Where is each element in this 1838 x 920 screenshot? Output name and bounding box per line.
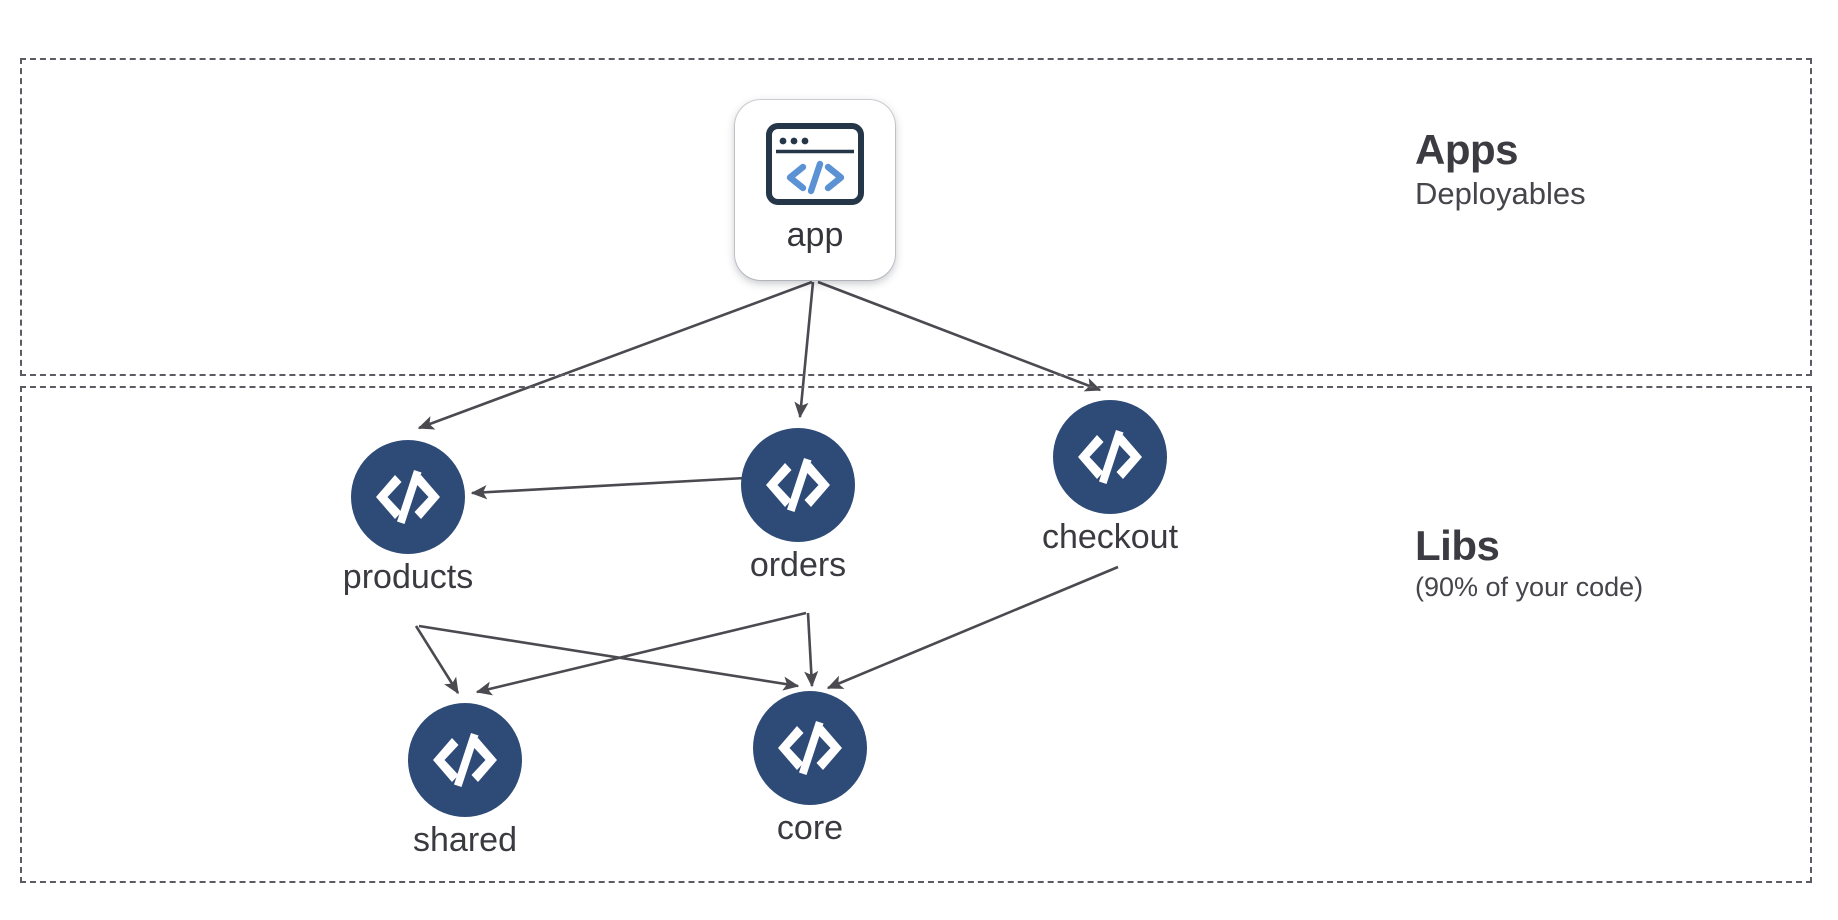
edge-app-checkout	[817, 280, 1102, 392]
zone-apps	[20, 58, 1812, 376]
edge-checkout-core	[826, 565, 1119, 690]
legend-libs-title: Libs	[1415, 522, 1500, 569]
edge-orders-products	[470, 476, 746, 500]
legend-libs-subtitle: (90% of your code)	[1415, 572, 1644, 603]
edge-group	[414, 280, 1119, 696]
edge-app-orders	[794, 281, 815, 419]
node-core-label: core	[776, 809, 844, 847]
code-brackets-icon	[753, 691, 867, 805]
zone-libs	[20, 386, 1812, 883]
edge-app-products	[417, 280, 813, 430]
node-app-label: app	[786, 216, 844, 254]
node-orders-label: orders	[749, 546, 847, 584]
browser-code-icon	[765, 122, 865, 206]
edge-orders-shared	[475, 611, 807, 696]
edge-products-shared	[414, 625, 460, 695]
legend-apps: Apps Deployables	[1415, 126, 1586, 212]
code-brackets-icon	[1053, 400, 1167, 514]
node-orders[interactable]: orders	[741, 428, 855, 582]
node-shared-label: shared	[413, 821, 517, 859]
node-checkout-label: checkout	[1041, 518, 1179, 556]
node-products[interactable]: products	[343, 440, 473, 594]
code-brackets-icon	[351, 440, 465, 554]
legend-libs: Libs (90% of your code)	[1415, 522, 1644, 603]
node-products-label: products	[342, 558, 474, 596]
legend-apps-subtitle: Deployables	[1415, 176, 1586, 212]
node-app[interactable]: app	[735, 100, 895, 280]
node-shared[interactable]: shared	[408, 703, 522, 857]
node-core[interactable]: core	[753, 691, 867, 845]
legend-apps-title: Apps	[1415, 126, 1518, 173]
node-checkout[interactable]: checkout	[1042, 400, 1178, 554]
edge-orders-core	[804, 612, 819, 688]
edge-products-core	[418, 624, 800, 691]
code-brackets-icon	[408, 703, 522, 817]
code-brackets-icon	[741, 428, 855, 542]
